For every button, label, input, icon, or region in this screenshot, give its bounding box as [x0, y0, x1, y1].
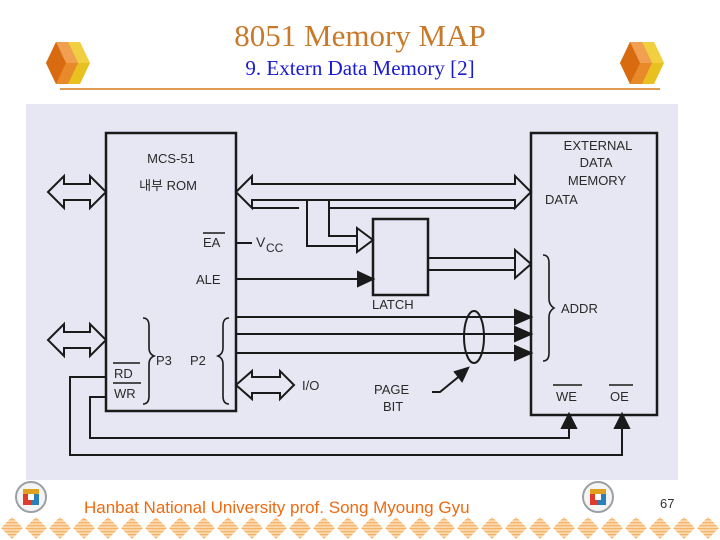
port-p2-label: P2	[190, 353, 206, 368]
io-label: I/O	[302, 378, 319, 393]
vcc-label: V	[256, 234, 266, 250]
slide-subtitle: 9. Extern Data Memory [2]	[245, 56, 475, 80]
mcs51-title: MCS-51	[147, 151, 195, 166]
cube-logo-right-icon	[620, 42, 664, 84]
cube-logo-left-icon	[46, 42, 90, 84]
latch-label: LATCH	[372, 297, 414, 312]
diamond-border-decoration	[0, 516, 720, 540]
university-logo-right-icon	[582, 481, 614, 513]
pin-we-label: WE	[556, 389, 577, 404]
ext-title-1: EXTERNAL	[564, 138, 633, 153]
pin-oe-label: OE	[610, 389, 629, 404]
mcs51-subtitle: 내부 ROM	[139, 178, 197, 193]
footer-credit: Hanbat National University prof. Song My…	[84, 498, 470, 517]
page-bit-label-2: BIT	[383, 399, 403, 414]
latch-block	[371, 217, 430, 297]
port-p3-label: P3	[156, 353, 172, 368]
diagram-svg: MCS-51 내부 ROM EA V CC ALE P3 P2 RD WR LA…	[46, 131, 659, 456]
vcc-subscript: CC	[266, 241, 284, 255]
pin-ale-label: ALE	[196, 272, 221, 287]
page-number: 67	[660, 496, 675, 511]
page-bit-label-1: PAGE	[374, 382, 409, 397]
ext-addr-label: ADDR	[561, 301, 598, 316]
ext-title-2: DATA	[580, 155, 613, 170]
mcs51-block	[104, 131, 238, 413]
pin-wr-label: WR	[114, 386, 136, 401]
title-divider	[60, 88, 660, 90]
ext-title-3: MEMORY	[568, 173, 627, 188]
pin-ea-label: EA	[203, 235, 221, 250]
slide-title: 8051 Memory MAP	[234, 18, 486, 53]
pin-rd-label: RD	[114, 366, 133, 381]
ext-data-label: DATA	[545, 192, 578, 207]
memory-map-diagram: MCS-51 내부 ROM EA V CC ALE P3 P2 RD WR LA…	[26, 104, 678, 480]
university-logo-left-icon	[15, 481, 47, 513]
external-memory-block	[529, 131, 659, 417]
